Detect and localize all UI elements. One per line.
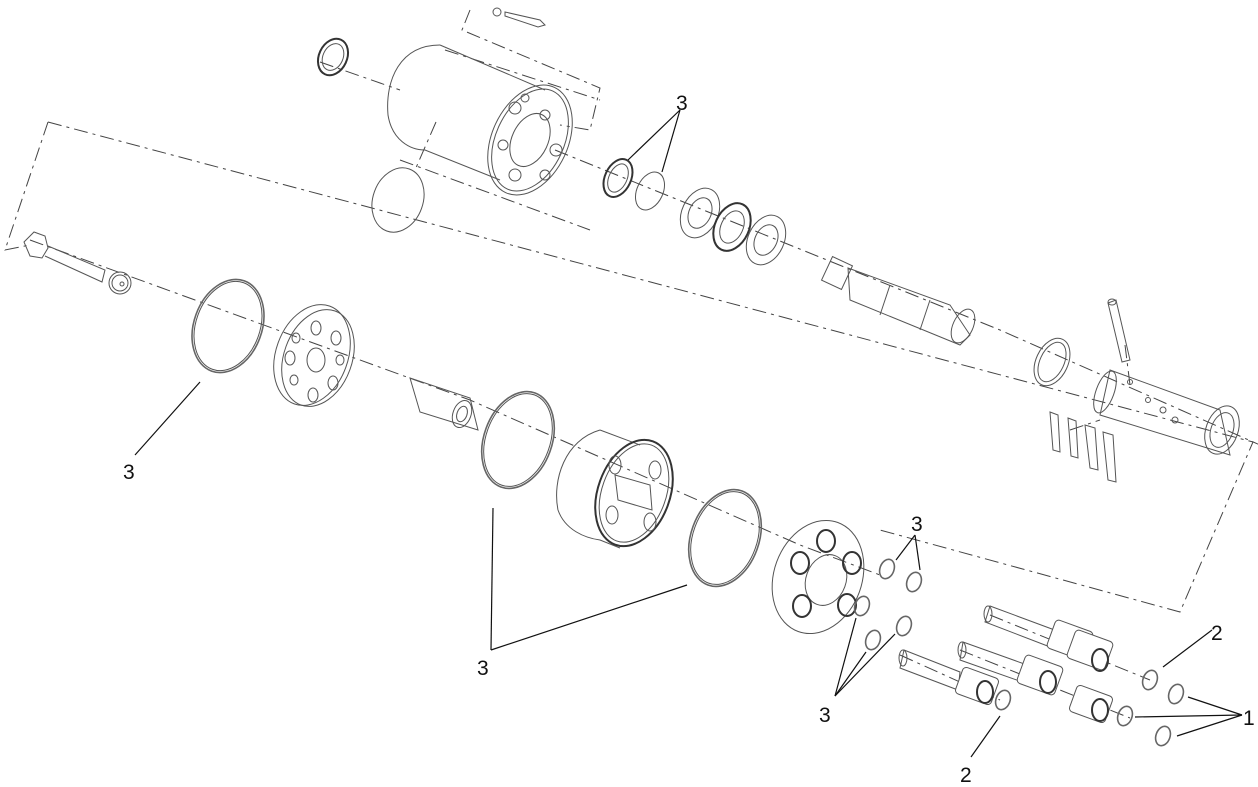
thrust-needle-bearing (712, 202, 752, 252)
spool-valve (1093, 369, 1240, 456)
cartridge-o-rings (994, 669, 1185, 747)
end-cap (771, 519, 865, 635)
gerotor-star (409, 377, 479, 431)
callout-2-bottom: 2 (960, 764, 972, 787)
drive-shaft (23, 231, 106, 283)
bearing-ring (1033, 337, 1071, 387)
large-o-ring-left (191, 278, 265, 374)
housing-plug-disc (371, 167, 425, 233)
thrust-washer-front (679, 187, 721, 239)
assembly-axis-lines (4, 9, 1258, 719)
shaft-seal (316, 37, 350, 77)
callout-3-right-upper: 3 (911, 513, 923, 536)
check-plates (1049, 411, 1117, 483)
callout-1-right: 1 (1243, 707, 1255, 730)
drive-gear (108, 271, 132, 295)
callout-3-bottom-center: 3 (477, 657, 489, 680)
pin-and-ball (492, 7, 546, 28)
valve-pin (1107, 298, 1131, 363)
large-o-ring-center (480, 390, 556, 490)
callout-labels: 3 3 3 3 3 2 2 1 (123, 92, 1255, 787)
backup-ring (634, 171, 666, 211)
output-shaft (820, 255, 976, 346)
callout-3-left: 3 (123, 461, 135, 484)
callout-2-right: 2 (1211, 622, 1223, 645)
thrust-washer-rear (745, 214, 787, 266)
callout-3-top: 3 (676, 92, 688, 115)
callout-3-right-lower: 3 (819, 704, 831, 727)
large-o-ring-right (687, 488, 763, 588)
small-o-rings (853, 558, 923, 651)
gerotor-ring-set (556, 429, 674, 549)
wear-plate (273, 304, 355, 407)
relief-valve-cartridges (898, 605, 1114, 724)
housing (387, 44, 573, 196)
seal-ring (602, 158, 634, 198)
leader-lines (134, 109, 1243, 758)
